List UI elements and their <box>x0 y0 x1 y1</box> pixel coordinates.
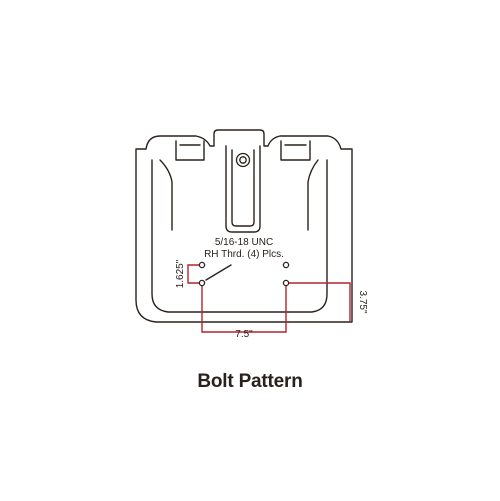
dim-1625-bracket <box>187 264 202 284</box>
thread-note-line2: RH Thrd. (4) Plcs. <box>204 249 284 260</box>
dim-1625-label: 1.625" <box>175 259 186 288</box>
bolt-hole-top-right <box>282 261 290 269</box>
dim-75-label: 7.5" <box>235 329 253 340</box>
diagram-caption: Bolt Pattern <box>197 371 303 392</box>
center-channel-inner <box>231 149 255 227</box>
left-side-contour <box>159 159 173 231</box>
center-hole-inner <box>239 156 247 164</box>
dim-375-bracket <box>286 282 351 322</box>
right-side-contour <box>307 159 319 231</box>
bolt-hole-bottom-left <box>198 279 206 287</box>
center-channel <box>225 145 261 233</box>
dim-75-bracket <box>201 283 287 333</box>
plate-inner-outline <box>151 159 328 313</box>
bolt-hole-top-left <box>198 261 206 269</box>
bolt-hole-bottom-right <box>282 279 290 287</box>
thread-note-line1: 5/16-18 UNC <box>215 237 273 248</box>
left-tab-pocket <box>175 140 205 161</box>
thread-leader-line <box>205 264 232 281</box>
plate-outer-outline <box>135 129 353 323</box>
dim-375-label: 3.75" <box>357 290 368 313</box>
right-tab-pocket <box>280 140 311 161</box>
